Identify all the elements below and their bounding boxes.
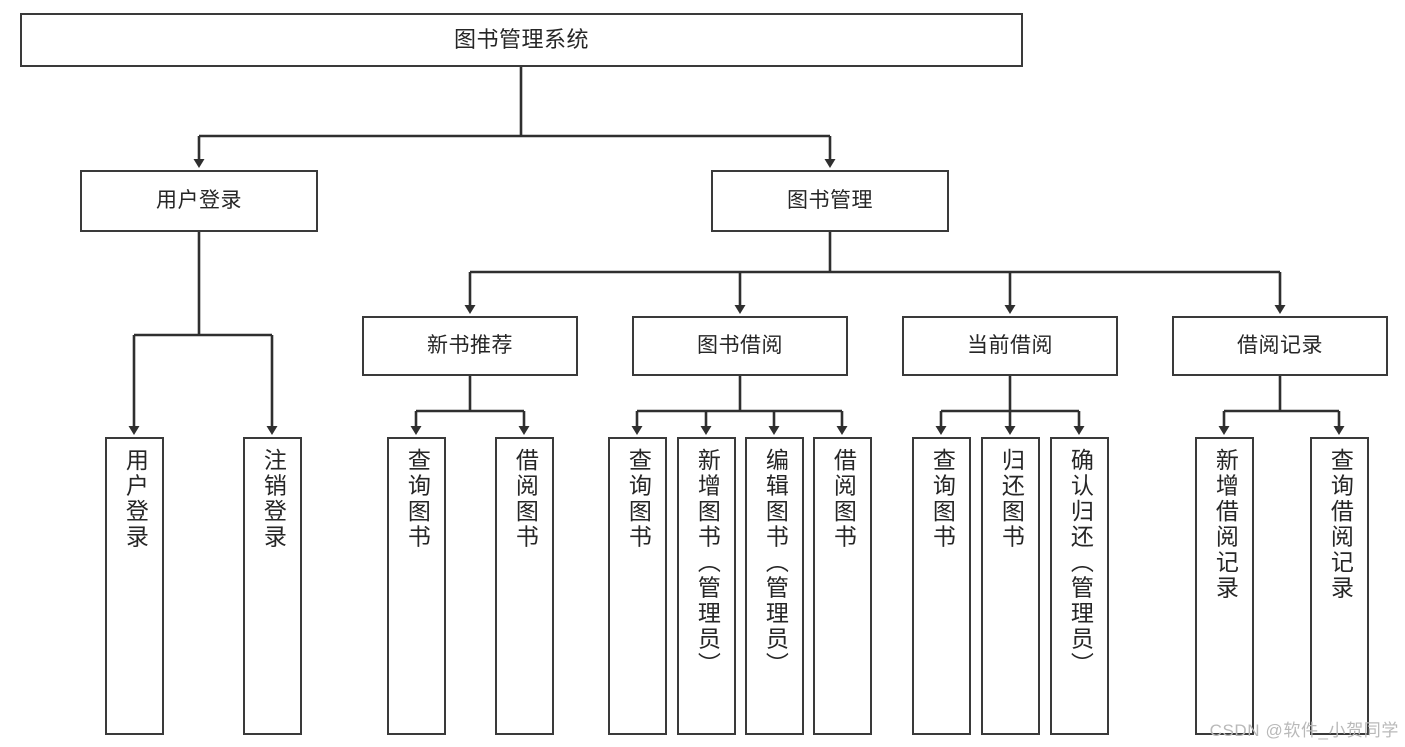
leaf-user-login-label: 用户登录	[122, 448, 149, 550]
node-book-management[interactable]: 图书管理	[711, 170, 949, 232]
watermark-csdn: CSDN @软件_小贺同学	[1209, 721, 1399, 740]
leaf-currentborrow-confirm-return[interactable]: 确认归还（管理员）	[1050, 437, 1109, 735]
leaf-newbook-borrow-book-label: 借阅图书	[512, 448, 539, 550]
node-user-login[interactable]: 用户登录	[80, 170, 318, 232]
leaf-bookborrow-edit-book[interactable]: 编辑图书（管理员）	[745, 437, 804, 735]
node-user-login-label: 用户登录	[156, 188, 242, 212]
node-new-book-recommend-label: 新书推荐	[427, 333, 513, 357]
leaf-currentborrow-confirm-return-label: 确认归还（管理员）	[1067, 448, 1094, 678]
leaf-user-logout[interactable]: 注销登录	[243, 437, 302, 735]
node-current-borrow-label: 当前借阅	[967, 333, 1053, 357]
leaf-currentborrow-return-book[interactable]: 归还图书	[981, 437, 1040, 735]
node-book-borrow[interactable]: 图书借阅	[632, 316, 848, 376]
leaf-bookborrow-borrow-book[interactable]: 借阅图书	[813, 437, 872, 735]
leaf-bookborrow-add-book[interactable]: 新增图书（管理员）	[677, 437, 736, 735]
leaf-bookborrow-edit-book-label: 编辑图书（管理员）	[762, 448, 789, 678]
node-current-borrow[interactable]: 当前借阅	[902, 316, 1118, 376]
node-borrow-record[interactable]: 借阅记录	[1172, 316, 1388, 376]
leaf-bookborrow-add-book-label: 新增图书（管理员）	[694, 448, 721, 678]
leaf-currentborrow-query-book[interactable]: 查询图书	[912, 437, 971, 735]
leaf-newbook-query-book[interactable]: 查询图书	[387, 437, 446, 735]
leaf-user-login[interactable]: 用户登录	[105, 437, 164, 735]
leaf-bookborrow-query-book[interactable]: 查询图书	[608, 437, 667, 735]
leaf-currentborrow-return-book-label: 归还图书	[998, 448, 1025, 550]
node-book-borrow-label: 图书借阅	[697, 333, 783, 357]
leaf-newbook-borrow-book[interactable]: 借阅图书	[495, 437, 554, 735]
node-book-management-label: 图书管理	[787, 188, 873, 212]
node-borrow-record-label: 借阅记录	[1237, 333, 1323, 357]
leaf-currentborrow-query-book-label: 查询图书	[929, 448, 956, 550]
node-root-label: 图书管理系统	[453, 27, 589, 53]
leaf-bookborrow-query-book-label: 查询图书	[625, 448, 652, 550]
node-root[interactable]: 图书管理系统	[20, 13, 1023, 67]
node-new-book-recommend[interactable]: 新书推荐	[362, 316, 578, 376]
leaf-borrowrecord-query-record-label: 查询借阅记录	[1327, 448, 1354, 601]
leaf-user-logout-label: 注销登录	[260, 448, 287, 550]
leaf-borrowrecord-add-record-label: 新增借阅记录	[1212, 448, 1239, 601]
leaf-borrowrecord-query-record[interactable]: 查询借阅记录	[1310, 437, 1369, 735]
leaf-borrowrecord-add-record[interactable]: 新增借阅记录	[1195, 437, 1254, 735]
leaf-newbook-query-book-label: 查询图书	[404, 448, 431, 550]
leaf-bookborrow-borrow-book-label: 借阅图书	[830, 448, 857, 550]
